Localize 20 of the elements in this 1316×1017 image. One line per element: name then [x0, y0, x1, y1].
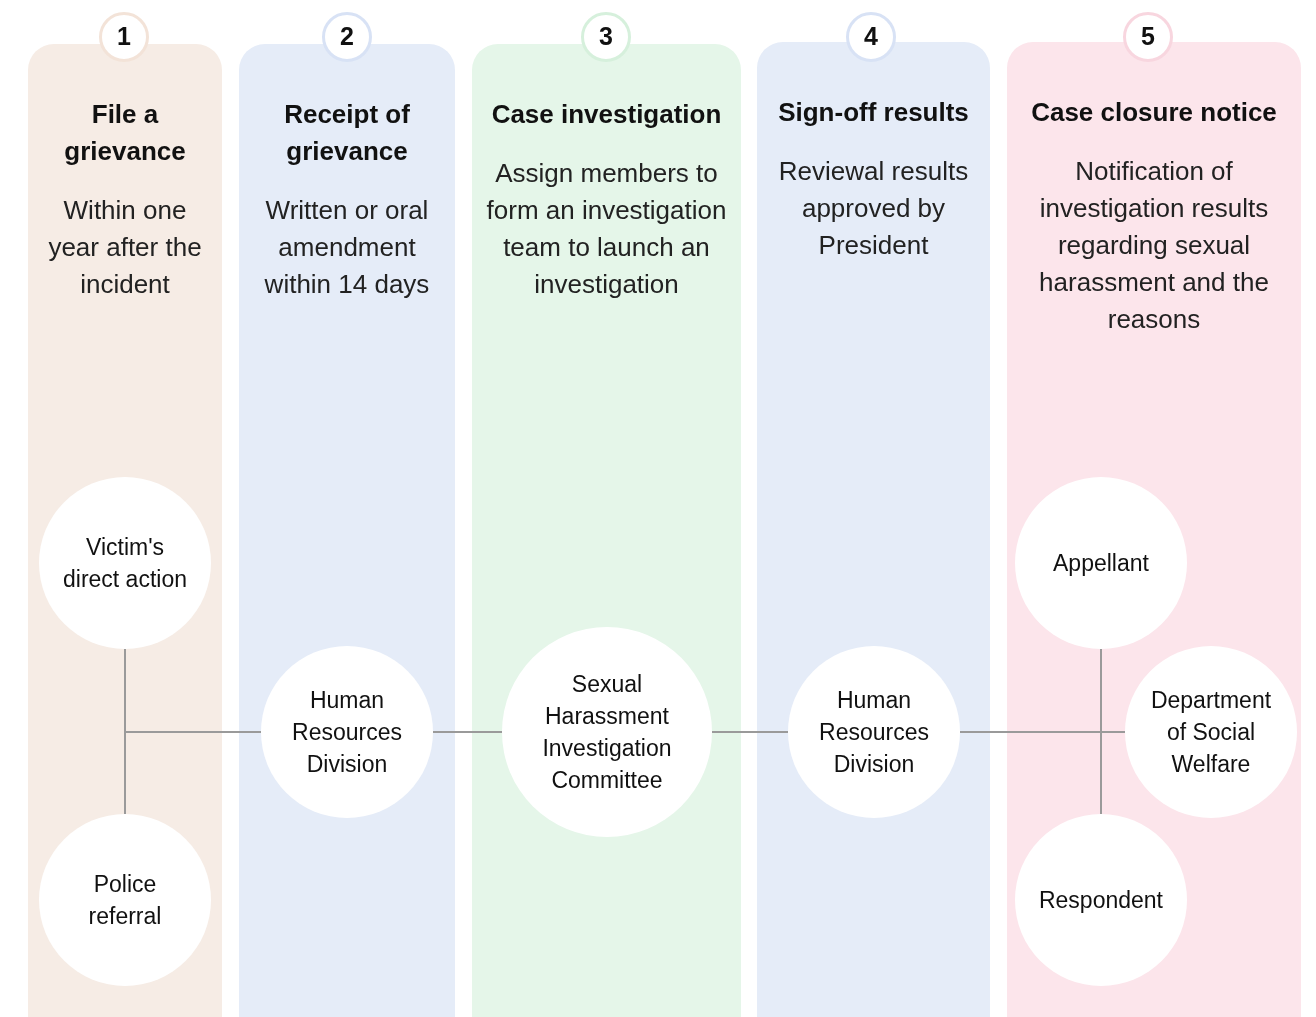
stage-description: Assign members to form an investigation team to launch an investigation — [485, 157, 728, 301]
stage-description: Within one year after the incident — [47, 194, 203, 301]
stage-title: Case closure notice — [1031, 96, 1277, 129]
connector-line — [432, 731, 503, 733]
stage-description: Written or oral amendment within 14 days — [263, 194, 431, 301]
stage-title: Case investigation — [491, 98, 722, 131]
step-number: 4 — [846, 12, 896, 62]
stage-title: Receipt of grievance — [283, 98, 411, 168]
step-number: 3 — [581, 12, 631, 62]
stage-description: Notification of investigation results regarding sexual harassment and the reasons — [1038, 155, 1270, 336]
stage-column — [28, 44, 222, 1017]
stage-description: Reviewal results approved by President — [777, 155, 970, 262]
step-number: 5 — [1123, 12, 1173, 62]
step-number: 1 — [99, 12, 149, 62]
step-number: 2 — [322, 12, 372, 62]
connector-line — [711, 731, 789, 733]
stage-column — [239, 44, 455, 1017]
stage-title: File a grievance — [63, 98, 187, 168]
stage-column — [472, 44, 741, 1017]
stage-title: Sign-off results — [778, 96, 969, 129]
